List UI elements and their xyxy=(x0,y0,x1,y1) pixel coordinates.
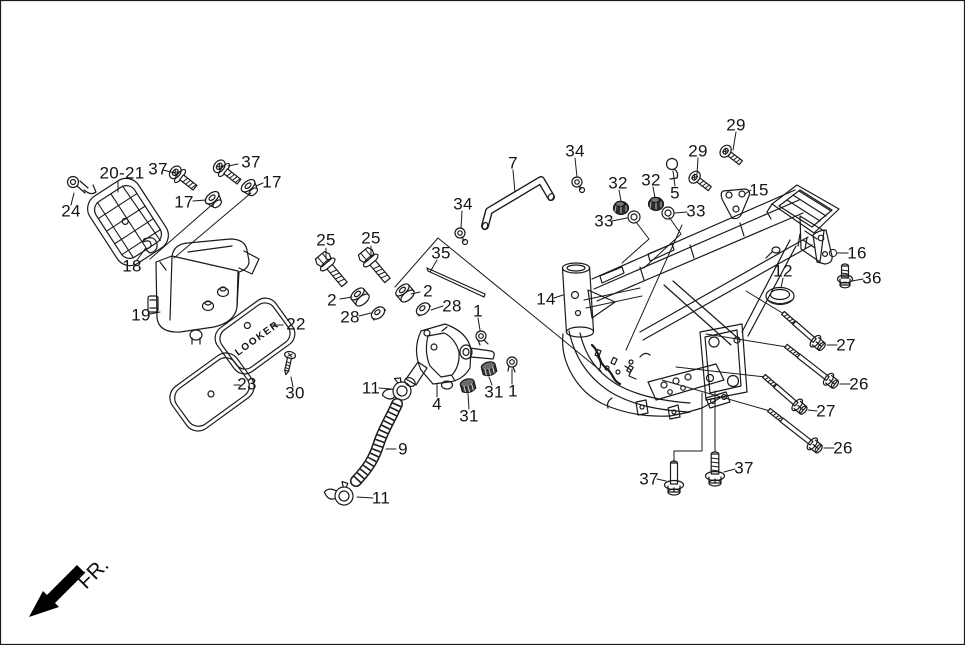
part-20-21-grille xyxy=(87,177,169,267)
part-26-bolt-a xyxy=(784,343,840,389)
part-2-collar-a xyxy=(350,287,370,307)
part-37-bolt-bottom-right xyxy=(704,451,726,487)
part-17-grommet-b xyxy=(240,178,259,197)
part-27-bolt-b xyxy=(762,373,808,415)
leader-lines xyxy=(70,131,864,499)
part-2-collar-b xyxy=(395,283,415,303)
part-37-screw-b xyxy=(212,159,242,185)
part-33-washer-a xyxy=(627,210,641,224)
part-37-bolt-bottom-left xyxy=(663,460,685,496)
part-25-bolt-b xyxy=(357,246,391,284)
part-23-cover xyxy=(169,352,255,432)
part-28-washer-a xyxy=(370,306,387,321)
part-34-screw-b xyxy=(571,176,586,194)
part-15-bracket xyxy=(720,188,751,220)
part-18-clip xyxy=(142,237,158,254)
part-28-washer-b xyxy=(415,302,432,317)
front-direction-label: FR. xyxy=(73,553,113,593)
part-29-screw-a xyxy=(688,170,712,192)
part-14-frame xyxy=(561,184,840,420)
part-30-screw xyxy=(284,350,297,376)
part-7-grab-rail xyxy=(481,176,555,231)
part-36-bolt xyxy=(836,263,854,289)
part-33-washer-b xyxy=(661,206,675,220)
part-5-hook xyxy=(665,157,679,180)
part-9-drain-tube xyxy=(350,398,403,487)
looker-brand-text: LOOKER xyxy=(233,319,281,358)
part-1-clip-b xyxy=(506,356,518,373)
part-35-rod xyxy=(426,267,486,298)
part-27-bolt-a xyxy=(781,310,826,352)
part-26-bolt-b xyxy=(767,407,823,454)
part-31-cap-b xyxy=(459,378,477,394)
part-32-nut-b xyxy=(647,196,665,212)
part-11-clamp-b xyxy=(323,480,354,506)
part-29-screw-b xyxy=(719,144,743,166)
part-19-air-cleaner-case xyxy=(147,238,260,345)
front-direction-arrow: FR. xyxy=(29,553,113,617)
part-32-nut-a xyxy=(612,200,630,216)
part-12-cap xyxy=(765,286,795,306)
part-17-grommet-a xyxy=(204,190,223,209)
part-34-screw-a xyxy=(454,227,469,246)
part-11-clamp-a xyxy=(381,377,412,401)
part-31-cap-a xyxy=(480,361,498,377)
part-16-bracket xyxy=(812,229,833,265)
part-1-clip-a xyxy=(475,330,489,346)
part-24-pin xyxy=(66,175,97,195)
part-25-bolt-a xyxy=(314,250,348,288)
part-37-screw-a xyxy=(168,165,198,191)
part-4-fuel-petcock xyxy=(404,323,495,390)
